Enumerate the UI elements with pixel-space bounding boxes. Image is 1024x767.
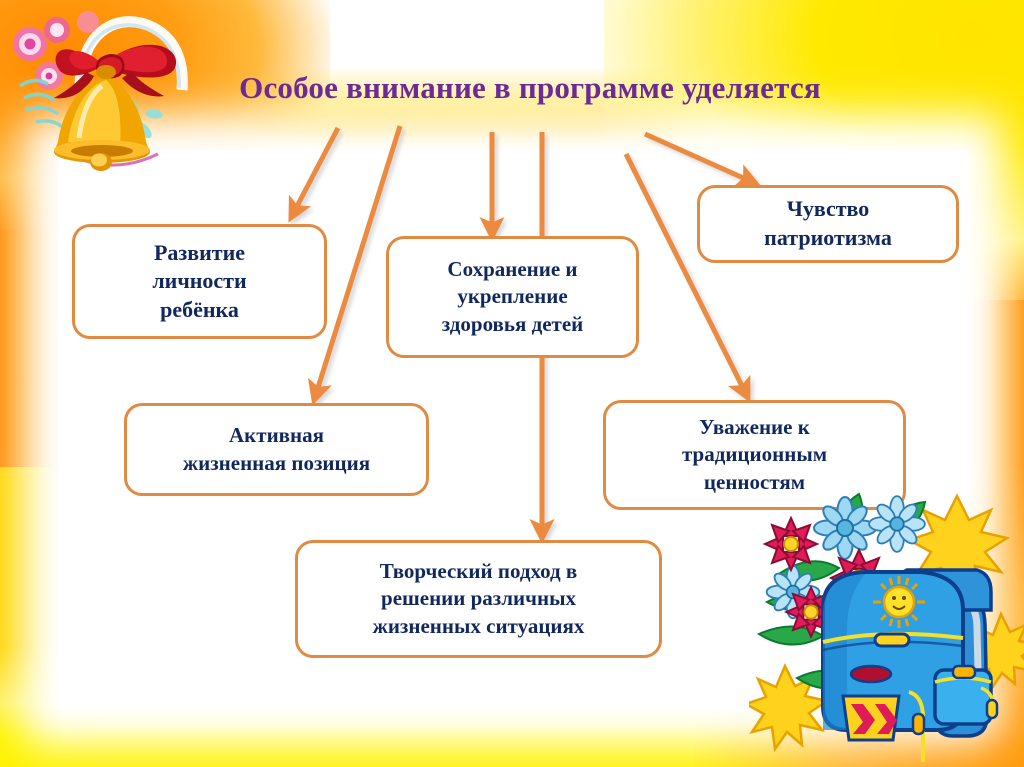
blue-backpack-icon [821,568,999,762]
backpack-clipart [749,492,1024,762]
golden-bell-icon [54,65,150,171]
page-title: Особое внимание в программе уделяется [239,70,821,105]
red-ribbon-bow-icon [54,44,177,99]
blue-daisy-icon [765,495,926,620]
school-bell-clipart [13,11,188,171]
sun-smiley-icon [873,576,925,628]
